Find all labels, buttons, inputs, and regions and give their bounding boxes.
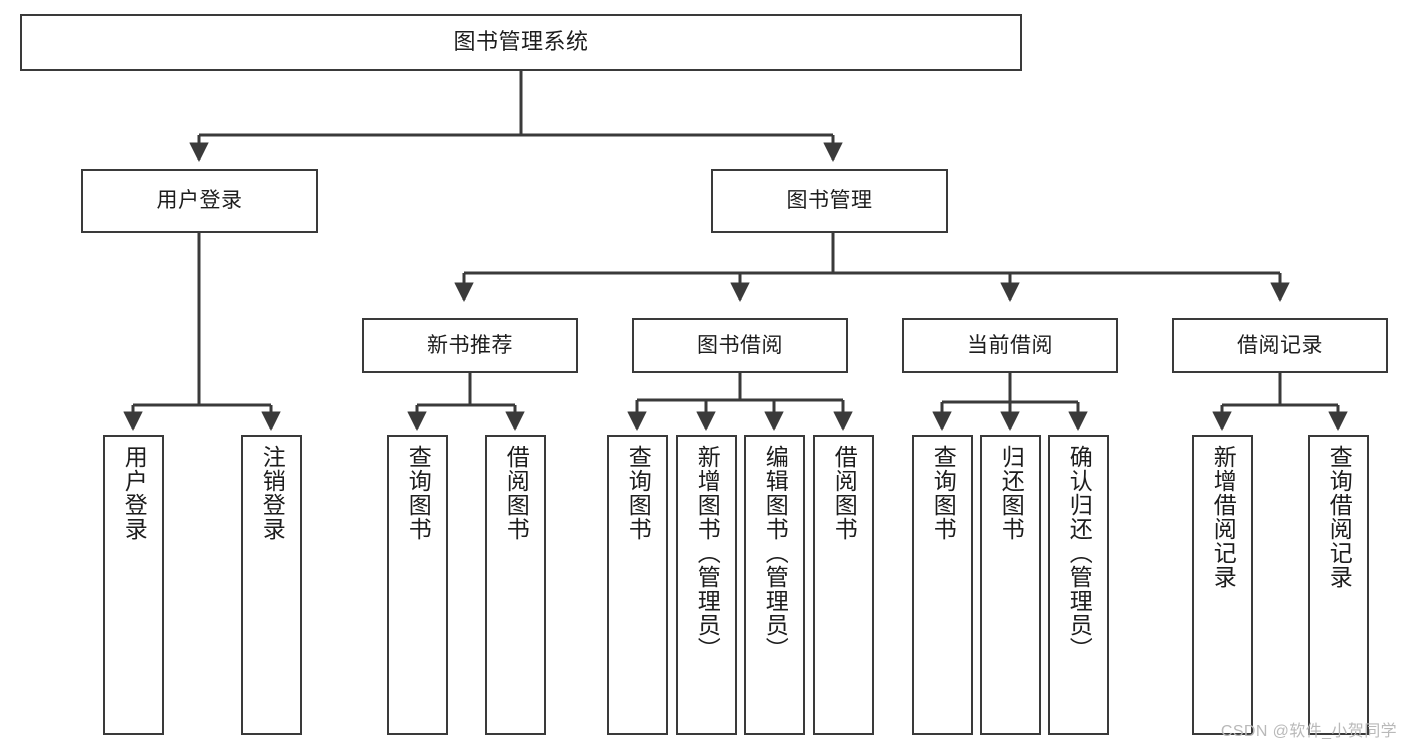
node-label: 新增借阅记录 [1210, 445, 1237, 589]
node-label: 查询借阅记录 [1326, 445, 1353, 589]
leaf-book-borrow-borrow[interactable]: 借阅图书 [813, 435, 874, 735]
node-label: 新增图书（管理员） [694, 445, 721, 661]
node-current-borrow[interactable]: 当前借阅 [902, 318, 1118, 373]
node-label: 查询图书 [625, 445, 652, 541]
leaf-current-borrow-return[interactable]: 归还图书 [980, 435, 1041, 735]
node-label: 图书管理 [786, 189, 873, 213]
leaf-current-borrow-query[interactable]: 查询图书 [912, 435, 973, 735]
node-root-system[interactable]: 图书管理系统 [20, 14, 1022, 71]
leaf-user-login-login[interactable]: 用户登录 [103, 435, 164, 735]
node-label: 注销登录 [259, 445, 286, 541]
node-label: 用户登录 [121, 445, 148, 541]
leaf-borrow-record-add[interactable]: 新增借阅记录 [1192, 435, 1253, 735]
node-label: 查询图书 [405, 445, 432, 541]
watermark-text: CSDN @软件_小贺同学 [1220, 723, 1397, 740]
node-borrow-records[interactable]: 借阅记录 [1172, 318, 1388, 373]
node-book-management[interactable]: 图书管理 [711, 169, 948, 233]
leaf-book-borrow-query[interactable]: 查询图书 [607, 435, 668, 735]
leaf-user-login-logout[interactable]: 注销登录 [241, 435, 302, 735]
node-label: 归还图书 [998, 445, 1025, 541]
leaf-book-borrow-add[interactable]: 新增图书（管理员） [676, 435, 737, 735]
leaf-borrow-record-query[interactable]: 查询借阅记录 [1308, 435, 1369, 735]
node-label: 当前借阅 [967, 333, 1053, 357]
node-label: 借阅图书 [831, 445, 858, 541]
node-label: 用户登录 [156, 189, 243, 213]
node-user-login[interactable]: 用户登录 [81, 169, 318, 233]
leaf-current-borrow-confirm-return[interactable]: 确认归还（管理员） [1048, 435, 1109, 735]
node-label: 确认归还（管理员） [1066, 445, 1093, 661]
leaf-new-book-borrow[interactable]: 借阅图书 [485, 435, 546, 735]
node-label: 图书借阅 [697, 333, 783, 357]
node-label: 编辑图书（管理员） [762, 445, 789, 661]
node-new-book-recommend[interactable]: 新书推荐 [362, 318, 578, 373]
node-label: 查询图书 [930, 445, 957, 541]
node-label: 图书管理系统 [453, 29, 589, 55]
node-book-borrow[interactable]: 图书借阅 [632, 318, 848, 373]
leaf-new-book-query[interactable]: 查询图书 [387, 435, 448, 735]
node-label: 借阅记录 [1237, 333, 1323, 357]
leaf-book-borrow-edit[interactable]: 编辑图书（管理员） [744, 435, 805, 735]
node-label: 借阅图书 [503, 445, 530, 541]
node-label: 新书推荐 [427, 333, 513, 357]
